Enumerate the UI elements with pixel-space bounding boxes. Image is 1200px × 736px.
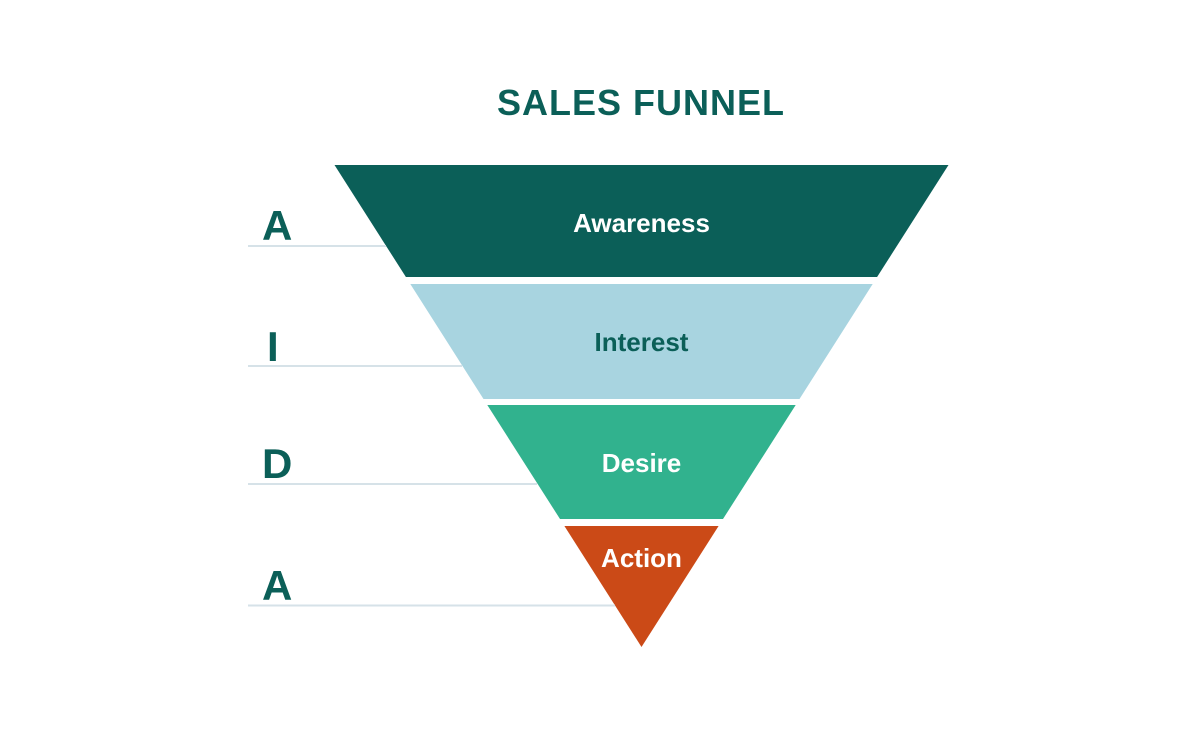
aida-letter-a2: A: [262, 562, 292, 609]
funnel-segment-awareness: [334, 165, 949, 277]
aida-legend: A I D A: [248, 202, 615, 609]
aida-letter-a1: A: [262, 202, 292, 249]
funnel-label-interest: Interest: [595, 327, 689, 357]
funnel-segment-action: [564, 526, 719, 647]
aida-letter-i: I: [267, 323, 279, 370]
funnel-segment-desire: [487, 405, 796, 519]
funnel-label-desire: Desire: [602, 448, 682, 478]
funnel: Awareness Interest Desire Action: [334, 165, 949, 647]
aida-letter-d: D: [262, 440, 292, 487]
funnel-label-action: Action: [601, 543, 682, 573]
page-title: SALES FUNNEL: [497, 82, 785, 123]
funnel-label-awareness: Awareness: [573, 208, 710, 238]
funnel-segment-interest: [410, 284, 873, 399]
